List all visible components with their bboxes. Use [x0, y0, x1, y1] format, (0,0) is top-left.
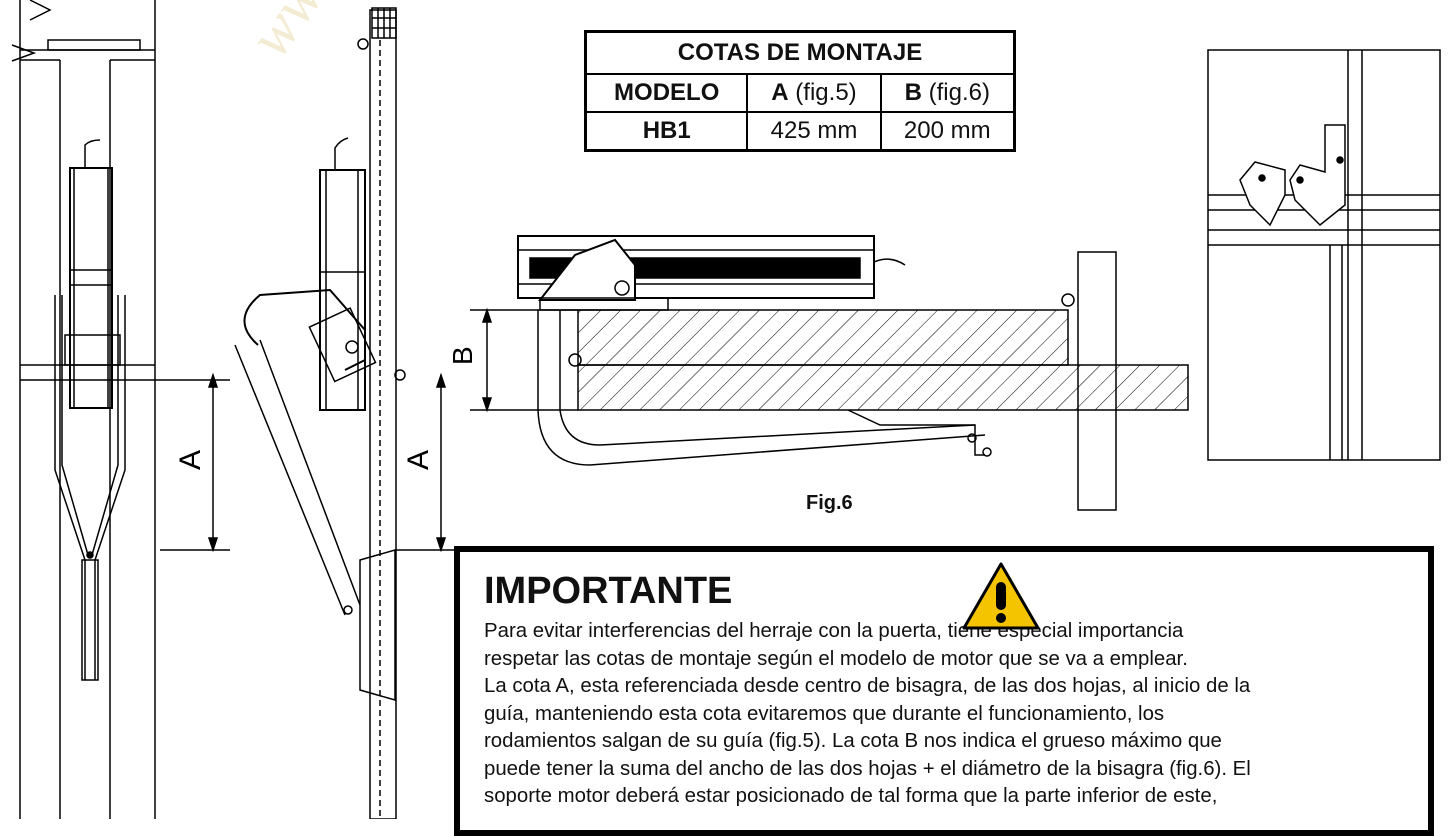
header-a: A (fig.5): [746, 73, 882, 113]
row-model: HB1: [584, 111, 749, 152]
important-notice-box: IMPORTANTE Para evitar interferencias de…: [454, 546, 1434, 836]
fig6-drawing: [470, 235, 1189, 511]
important-line: soporte motor deberá estar posicionado d…: [484, 785, 1218, 807]
table-row: HB1 425 mm 200 mm: [584, 111, 1016, 152]
important-line: Para evitar interferencias del herraje c…: [484, 620, 1184, 642]
table-header-row: MODELO A (fig.5) B (fig.6): [584, 73, 1016, 113]
dimension-a-label-side: A: [402, 450, 435, 470]
header-model: MODELO: [584, 73, 749, 113]
important-line: puede tener la suma del ancho de las dos…: [484, 757, 1251, 780]
header-a-letter: A: [771, 79, 789, 106]
header-b: B (fig.6): [879, 73, 1016, 113]
row-b: 200 mm: [879, 111, 1016, 152]
important-text: Para evitar interferencias del herraje c…: [484, 618, 1414, 811]
table-title: COTAS DE MONTAJE: [584, 30, 1016, 75]
dimension-b-label: B: [447, 346, 478, 365]
bracket-detail-drawing: [1207, 49, 1441, 461]
fig6-caption: Fig.6: [806, 492, 853, 514]
side-view-drawing: [234, 7, 460, 819]
technical-drawing: A A B: [11, 0, 1441, 819]
dimension-a-label: A: [174, 450, 207, 470]
header-b-letter: B: [904, 79, 922, 106]
important-title: IMPORTANTE: [484, 570, 733, 612]
important-line: rodamientos salgan de su guía (fig.5). L…: [484, 730, 1222, 752]
mounting-dimensions-table: COTAS DE MONTAJE MODELO A (fig.5) B (fig…: [584, 30, 1016, 152]
important-line: guía, manteniendo esta cota evitaremos q…: [484, 702, 1165, 725]
row-a: 425 mm: [746, 111, 882, 152]
front-view-drawing: [11, 0, 230, 819]
important-line: La cota A, esta referenciada desde centr…: [484, 675, 1251, 697]
header-b-ref: (fig.6): [921, 79, 990, 106]
important-line: respetar las cotas de montaje según el m…: [484, 647, 1188, 670]
header-a-ref: (fig.5): [788, 79, 857, 106]
warning-icon: [962, 562, 1040, 630]
